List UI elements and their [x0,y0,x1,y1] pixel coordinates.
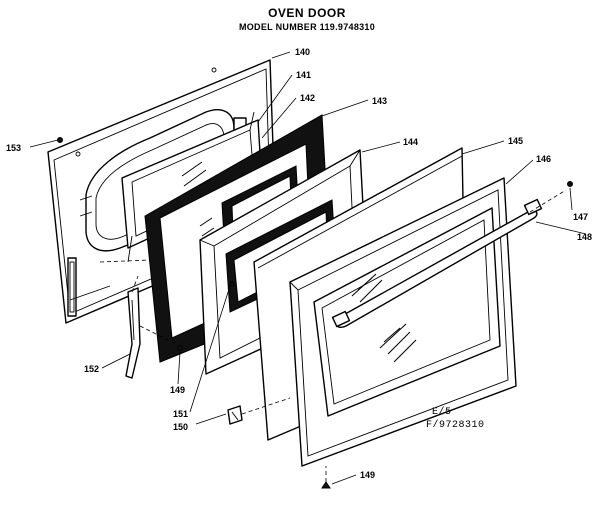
part-label-148: 148 [577,232,592,242]
part-label-141: 141 [296,70,311,80]
part-label-151: 151 [173,409,188,419]
diagram-title: OVEN DOOR [268,6,346,20]
part-label-145: 145 [508,136,523,146]
part-label-149-a: 149 [170,385,185,395]
part-label-150: 150 [173,422,188,432]
part-label-142: 142 [300,93,315,103]
part-label-147: 147 [573,212,588,222]
hinge-assembly [125,287,141,379]
part-label-140: 140 [295,47,310,57]
drawing-code-line1: E/5 [432,406,452,418]
part-label-146: 146 [536,154,551,164]
leader-lines [29,51,587,485]
door-clip [227,405,243,425]
model-number: MODEL NUMBER 119.9748310 [239,22,375,32]
part-label-149-b: 149 [360,470,375,480]
alignment-lines [99,189,567,482]
part-label-144: 144 [403,137,418,147]
drawing-code-line2: F/9728310 [426,419,485,431]
part-label-152: 152 [84,364,99,374]
part-label-153: 153 [6,143,21,153]
part-label-143: 143 [372,96,387,106]
